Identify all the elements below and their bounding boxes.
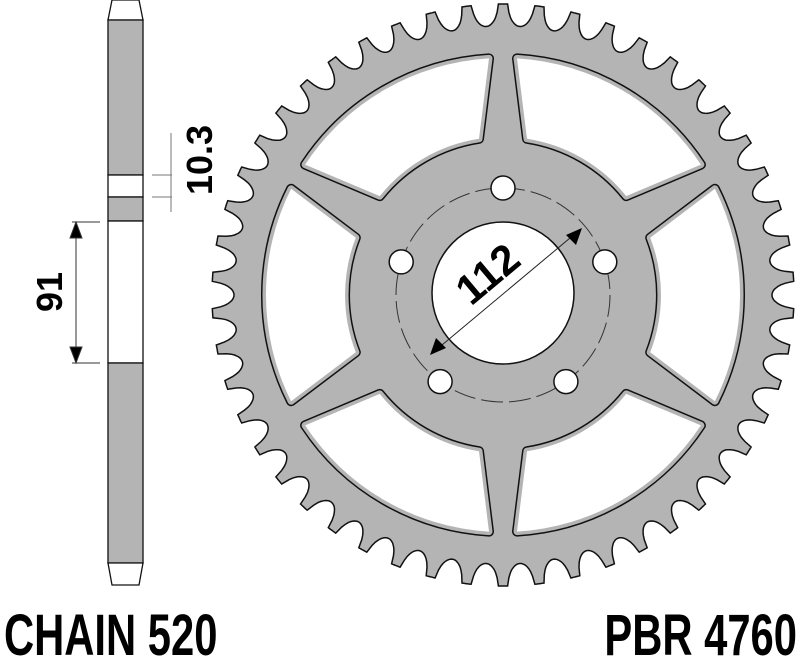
spoke-window: [517, 58, 701, 197]
bolt-hole: [427, 368, 453, 395]
spoke-window: [305, 393, 489, 532]
bolt-hole: [553, 368, 579, 395]
arrow-icon: [430, 338, 446, 355]
spoke-window: [305, 58, 489, 197]
side-hub-band: [107, 196, 144, 222]
spoke-windows: [260, 53, 746, 537]
side-view: [107, 0, 144, 586]
thickness-dimension: [152, 133, 172, 212]
side-top-bevel: [107, 0, 144, 21]
hub-dimension-label: 91: [29, 272, 70, 312]
front-view: 112: [211, 3, 795, 587]
bolt-circle: [395, 187, 611, 403]
arrow-icon: [566, 228, 582, 245]
arrow-up-icon: [69, 220, 83, 239]
arrow-down-icon: [69, 346, 83, 365]
bolt-holes: [388, 175, 618, 395]
side-center-bore: [107, 220, 144, 364]
bolt-hole: [490, 175, 516, 201]
spoke-window: [517, 393, 701, 532]
chain-label: CHAIN 520: [4, 602, 217, 667]
thickness-dimension-label: 10.3: [179, 125, 220, 195]
side-upper-body: [107, 19, 144, 176]
bolt-hole: [592, 249, 618, 275]
side-bottom-bevel: [107, 562, 144, 586]
center-dimension: [430, 228, 582, 355]
bolt-hole: [388, 249, 414, 275]
side-gap: [107, 174, 144, 198]
spoke-window: [650, 188, 741, 402]
side-lower-body: [107, 362, 144, 564]
part-number: PBR 4760: [604, 602, 797, 667]
center-bore: [431, 221, 575, 365]
spoke-window: [265, 188, 356, 402]
hub-dimension: [69, 220, 100, 365]
